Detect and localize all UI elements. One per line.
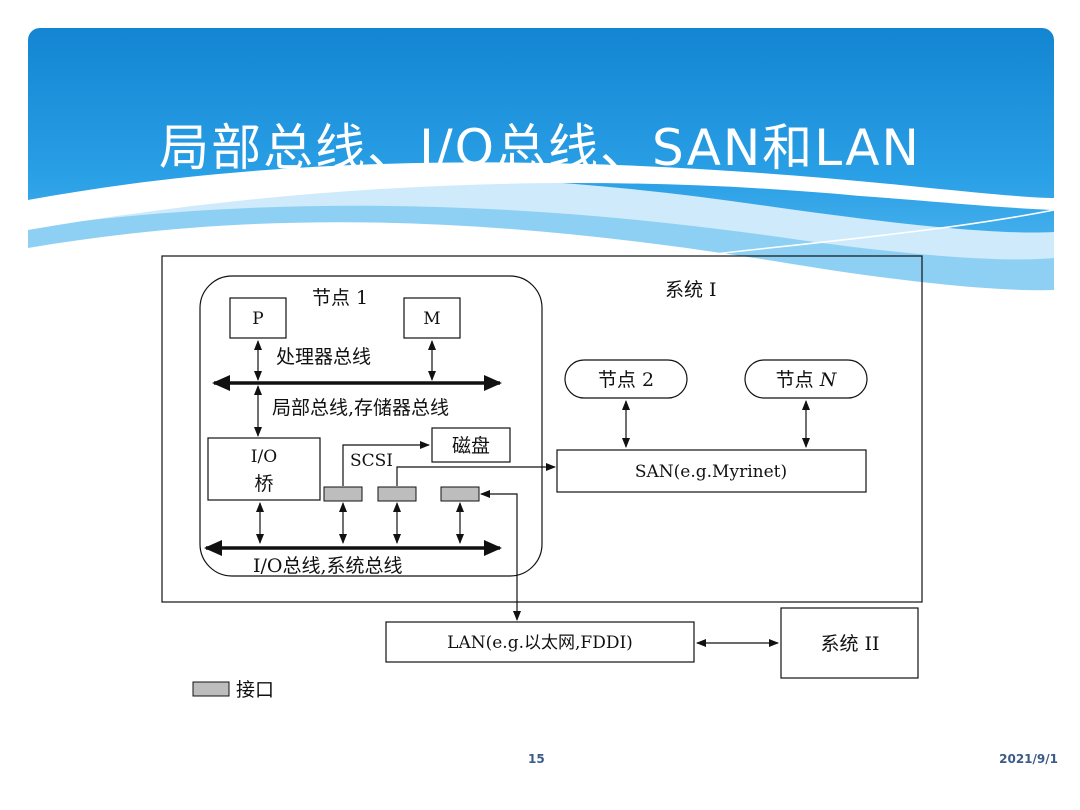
lan-label: LAN(e.g.以太网,FDDI)	[447, 633, 633, 653]
local-bus-label: 局部总线,存储器总线	[272, 397, 449, 419]
interface-san	[377, 486, 417, 502]
san-connection-line	[396, 463, 556, 486]
processor-label: P	[252, 309, 263, 329]
nodeN-var: N	[819, 369, 838, 391]
io-bridge-label-line2: 桥	[254, 473, 273, 495]
io-bridge-label-line1: I/O	[251, 447, 277, 467]
legend-interface-swatch	[192, 681, 230, 697]
san-box	[556, 449, 867, 493]
header-banner	[28, 28, 1055, 300]
legend-interface-label: 接口	[236, 679, 274, 701]
memory-label: M	[423, 309, 440, 329]
node2-box	[564, 359, 688, 399]
interface-lan	[440, 486, 480, 502]
nodeN-box	[744, 359, 868, 399]
slide-title: 局部总线、I/O总线、SAN和LAN	[159, 119, 921, 177]
processor-bus-label: 处理器总线	[276, 346, 371, 368]
system2-label: 系统 II	[820, 633, 879, 655]
lan-connection-line	[480, 490, 521, 621]
disk-label: 磁盘	[452, 435, 490, 457]
system1-label: 系统 I	[665, 279, 717, 301]
scsi-label: SCSI	[350, 451, 393, 471]
lan-box	[385, 621, 695, 663]
memory-box	[403, 297, 461, 339]
disk-box	[431, 427, 511, 463]
io-bridge-box	[207, 437, 321, 501]
nodeN-prefix: 节点	[776, 369, 820, 391]
node1-frame	[199, 275, 543, 577]
system2-box	[780, 607, 919, 679]
san-label: SAN(e.g.Myrinet)	[635, 462, 787, 482]
nodeN-label: 节点 N	[776, 369, 838, 391]
processor-box	[229, 297, 287, 339]
slide-date: 2021/9/1	[999, 752, 1058, 766]
system1-frame	[161, 255, 923, 603]
io-bus-label: I/O总线,系统总线	[253, 555, 403, 577]
node1-title: 节点 1	[312, 287, 368, 309]
node2-label: 节点 2	[598, 369, 654, 391]
page-number: 15	[528, 752, 545, 766]
interface-scsi	[323, 486, 363, 502]
scsi-line	[342, 441, 430, 486]
